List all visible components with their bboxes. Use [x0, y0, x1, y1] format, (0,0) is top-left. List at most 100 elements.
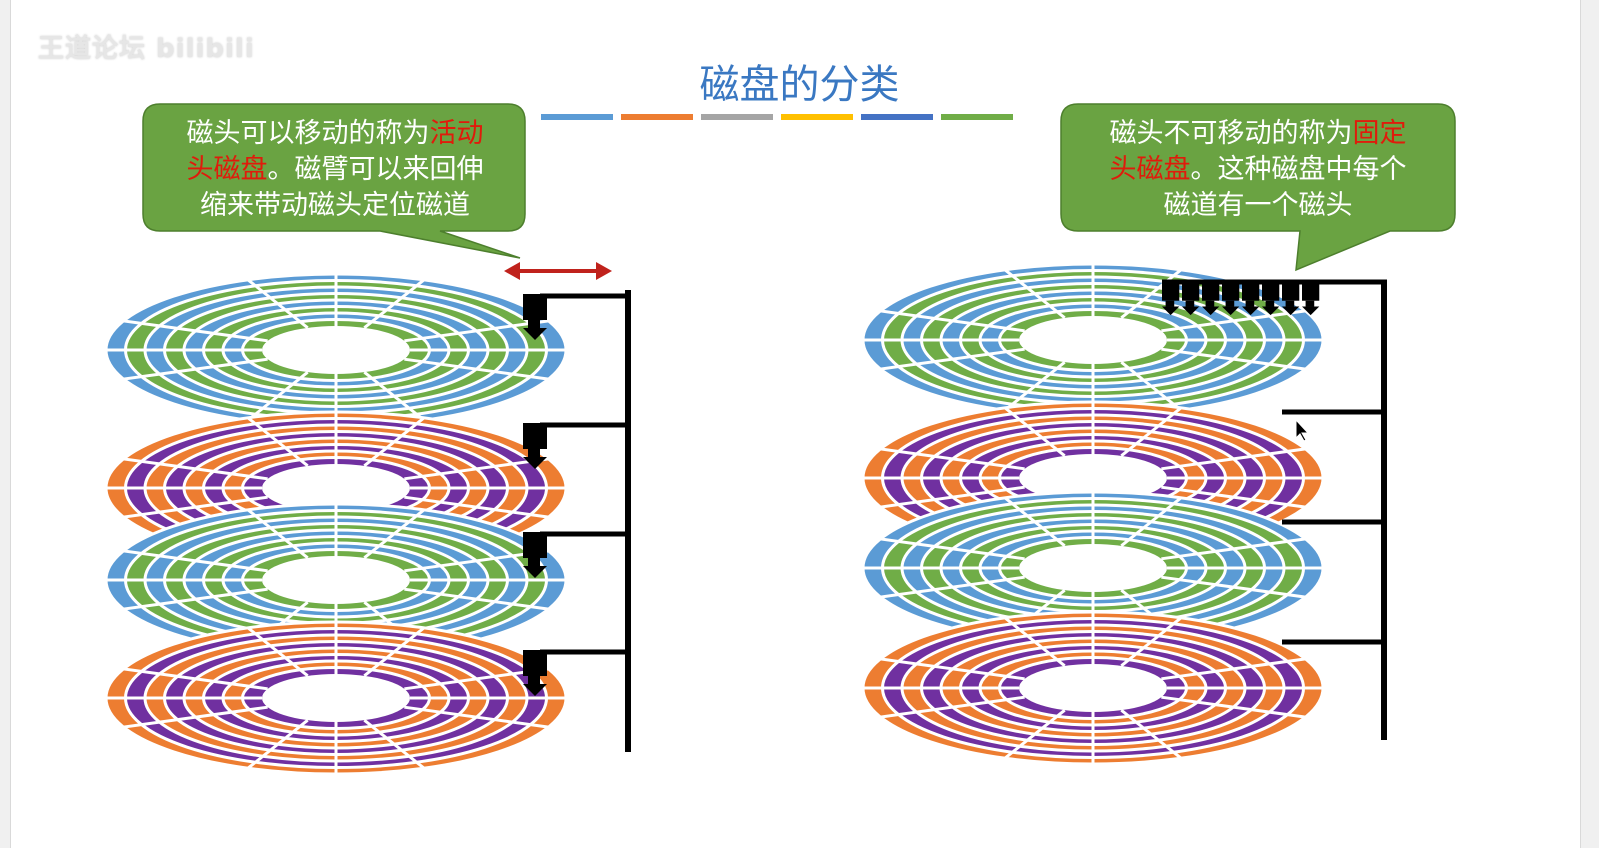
sector-divider [363, 416, 425, 467]
sector-divider [363, 278, 425, 329]
sector-divider [880, 695, 1025, 719]
right-frame-edge [1580, 0, 1599, 848]
sector-divider [123, 667, 268, 691]
read-write-head [1202, 282, 1220, 316]
spindle-hole [1019, 454, 1167, 502]
sector-divider [1120, 616, 1182, 667]
left-frame-edge [0, 0, 11, 848]
head-block [1222, 282, 1240, 301]
read-write-head [1182, 282, 1200, 316]
head-tip [523, 684, 547, 696]
callout-right-line-2: 头磁盘。这种磁盘中每个 [1109, 154, 1407, 185]
read-write-head [523, 532, 547, 578]
head-block [1302, 282, 1320, 301]
read-write-head [1302, 282, 1320, 316]
head-tip [523, 457, 547, 469]
sector-divider [123, 457, 268, 481]
sector-divider [363, 626, 425, 677]
head-tip [1182, 306, 1200, 316]
spindle-hole [262, 326, 410, 374]
sector-divider [123, 587, 268, 611]
sector-divider [1004, 361, 1066, 412]
callout-right-line-3: 磁道有一个磁头 [1163, 190, 1353, 221]
head-stem [528, 449, 540, 457]
sector-divider [123, 549, 268, 573]
sector-divider [247, 371, 309, 422]
sector-divider [1161, 485, 1306, 509]
color-bar [541, 114, 1013, 120]
head-block [523, 650, 547, 676]
sector-divider [880, 657, 1025, 681]
sector-divider [247, 626, 309, 677]
sector-divider [123, 319, 268, 343]
watermark: 王道论坛 bilibili [38, 34, 255, 64]
sector-divider [1120, 709, 1182, 760]
read-write-head [523, 423, 547, 469]
callout-right-text: 磁头不可移动的称为固定 头磁盘。这种磁盘中每个 磁道有一个磁头 [1068, 116, 1448, 224]
sector-divider [363, 508, 425, 559]
head-stem [1305, 300, 1315, 307]
head-block [1262, 282, 1280, 301]
sector-divider [1004, 616, 1066, 667]
sector-divider [247, 278, 309, 329]
platter-blue-green [861, 490, 1325, 646]
head-tip [523, 566, 547, 578]
sector-divider [880, 347, 1025, 371]
platter-orange-purple [104, 620, 568, 776]
callout-left-line-1: 磁头可以移动的称为活动 [186, 118, 484, 149]
sector-divider [363, 371, 425, 422]
sector-divider [1120, 361, 1182, 412]
head-stem [1225, 300, 1235, 307]
head-tip [1282, 306, 1300, 316]
read-write-head [1282, 282, 1300, 316]
head-stem [528, 676, 540, 684]
head-block [1282, 282, 1300, 301]
callout-right-line-1: 磁头不可移动的称为固定 [1109, 118, 1407, 149]
head-tip [1242, 306, 1260, 316]
platter-blue-green [104, 502, 568, 658]
sector-divider [1161, 309, 1306, 333]
sector-divider [880, 485, 1025, 509]
head-tip [1222, 306, 1240, 316]
sector-divider [404, 357, 549, 381]
moving-head-disk-stack [104, 272, 631, 776]
sector-divider [404, 705, 549, 729]
sector-divider [1004, 406, 1066, 457]
head-block [1202, 282, 1220, 301]
mouse-cursor-icon [1295, 418, 1310, 442]
color-bar-segment [861, 114, 933, 120]
callout-left-text: 磁头可以移动的称为活动 头磁盘。磁臂可以来回伸 缩来带动磁头定位磁道 [150, 116, 520, 224]
sector-divider [1161, 695, 1306, 719]
sector-divider [404, 495, 549, 519]
read-write-head [1222, 282, 1240, 316]
sector-divider [1004, 709, 1066, 760]
sector-divider [880, 447, 1025, 471]
color-bar-segment [701, 114, 773, 120]
slide-title: 磁盘的分类 [699, 62, 900, 108]
head-stem [1265, 300, 1275, 307]
sector-divider [880, 537, 1025, 561]
sector-divider [1004, 496, 1066, 547]
head-stem [1245, 300, 1255, 307]
read-write-head [1262, 282, 1280, 316]
head-stem [528, 558, 540, 566]
spindle-hole [262, 464, 410, 512]
sector-divider [1161, 575, 1306, 599]
spindle-hole [1019, 544, 1167, 592]
head-tip [1202, 306, 1220, 316]
sector-divider [404, 587, 549, 611]
sector-divider [1161, 347, 1306, 371]
sector-divider [404, 457, 549, 481]
read-write-head [1242, 282, 1260, 316]
sector-divider [1161, 447, 1306, 471]
head-block [1242, 282, 1260, 301]
head-stem [1185, 300, 1195, 307]
sector-divider [1161, 537, 1306, 561]
sector-divider [247, 416, 309, 467]
sector-divider [1161, 657, 1306, 681]
head-stem [1165, 300, 1175, 307]
head-stem [1285, 300, 1295, 307]
sector-divider [123, 357, 268, 381]
